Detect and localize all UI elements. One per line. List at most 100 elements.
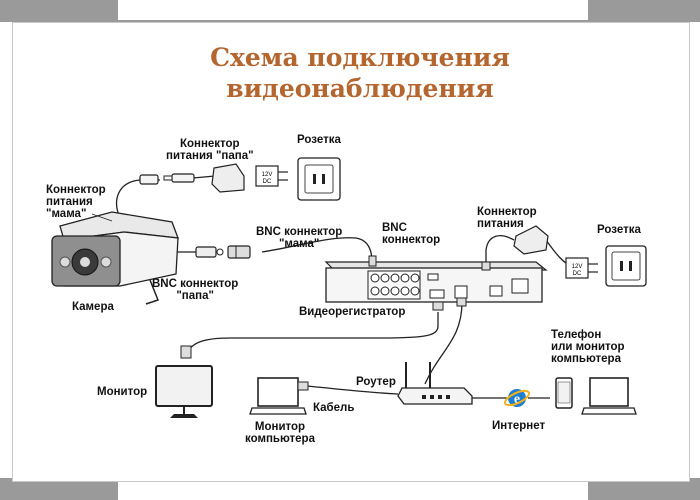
power-cable-camera <box>116 179 160 219</box>
power-cable-adapter <box>192 175 216 179</box>
power-supply-unit-right: 12V DC <box>565 257 598 279</box>
label-phone-line-3: компьютера <box>551 353 621 365</box>
label-power-right-line-2: питания <box>477 218 524 230</box>
dvr-fan-vent <box>511 278 529 294</box>
laptop-screen <box>257 377 299 407</box>
monitor-device <box>155 345 213 418</box>
ie-ring <box>504 389 530 407</box>
dvr-usb-port <box>489 285 503 297</box>
router-ports <box>422 395 450 399</box>
camera-device <box>51 211 179 305</box>
camera-lens-glint <box>80 257 90 267</box>
label-power-male-line-2: питания "папа" <box>166 150 254 162</box>
router-body <box>397 387 473 405</box>
phone-device <box>555 377 573 409</box>
dvr-bnc-port <box>390 273 400 283</box>
bnc-female-shell <box>227 245 251 259</box>
label-bnc-female-line-1: BNC коннектор <box>256 226 343 238</box>
socket-right-hole-1 <box>620 261 623 271</box>
internet-explorer-icon: e <box>504 389 530 407</box>
psu-right-text-2: DC <box>573 271 582 277</box>
ie-letter: e <box>514 392 520 407</box>
phone-screen <box>557 381 571 404</box>
label-internet: Интернет <box>492 420 546 432</box>
label-computer-monitor-line-1: Монитор <box>254 421 306 433</box>
label-bnc-male-line-2: "папа" <box>176 290 214 302</box>
bnc-male-shell <box>195 246 217 258</box>
label-power-connector-male: Коннектор питания "папа" <box>166 138 254 162</box>
power-adapter-right-body <box>513 225 549 255</box>
dvr-bnc-port <box>370 286 380 296</box>
label-bnc-line-1: BNC <box>382 222 407 234</box>
laptop-device <box>249 377 309 415</box>
label-computer-monitor: Монитор компьютера <box>245 421 315 445</box>
title-line-1: Схема подключения <box>210 43 510 72</box>
label-computer-monitor-line-2: компьютера <box>245 433 315 445</box>
label-power-female-line-2: питания <box>46 196 93 208</box>
label-camera: Камера <box>72 301 114 313</box>
router-port <box>430 395 434 399</box>
dvr-bnc-port <box>380 273 390 283</box>
label-phone-or-monitor: Телефон или монитор компьютера <box>551 329 625 365</box>
monitor-plug <box>180 345 192 359</box>
label-power-female-line-3: "мама" <box>46 208 87 220</box>
dvr-power-plug <box>481 261 491 271</box>
title-line-2: видеонаблюдения <box>226 74 494 103</box>
psu-top-text-2: DC <box>263 179 272 185</box>
socket-right-inner <box>611 251 641 281</box>
router-port <box>446 395 450 399</box>
label-cable: Кабель <box>313 402 355 414</box>
laptop-base <box>249 407 307 415</box>
label-bnc-female-line-2: "мама" <box>278 238 320 250</box>
power-cable-dvr <box>485 235 515 268</box>
ie-globe <box>508 389 526 407</box>
dvr-bnc-port <box>370 273 380 283</box>
psu-right-text-1: 12V <box>572 264 583 270</box>
power-supply-unit-top: 12V DC <box>255 165 288 187</box>
label-power-female-line-1: Коннектор <box>46 184 106 196</box>
dvr-bnc-port <box>400 286 410 296</box>
psu-top-box <box>255 165 279 187</box>
dvr-device <box>324 255 548 311</box>
label-power-male-line-1: Коннектор <box>179 138 240 150</box>
label-dvr: Видеорегистратор <box>299 306 406 318</box>
dvr-bnc-port <box>400 273 410 283</box>
bnc-male-tip <box>216 248 224 256</box>
camera-ir-led-left <box>59 256 71 268</box>
label-bnc-connector-male: BNC коннектор "папа" <box>152 278 238 302</box>
laptop-right-device <box>581 377 637 415</box>
power-adapter-body <box>211 163 245 193</box>
monitor-screen <box>155 365 213 407</box>
camera-ir-led-right <box>100 256 112 268</box>
camera-bracket <box>145 279 159 305</box>
label-socket-right: Розетка <box>597 224 641 236</box>
dvr-lan-plug <box>456 297 467 307</box>
bnc-connector-male-device <box>195 246 224 258</box>
label-phone-line-1: Телефон <box>551 329 602 341</box>
socket-top-inner <box>304 164 334 194</box>
label-monitor: Монитор <box>97 386 148 398</box>
dvr-vga-port <box>429 289 445 299</box>
router-device <box>397 362 473 405</box>
socket-top-hole-2 <box>322 174 325 184</box>
wall-socket-right <box>605 245 647 287</box>
power-adapter-right <box>513 225 549 255</box>
dvr-bnc-ports <box>367 270 421 300</box>
label-socket-top: Розетка <box>297 134 341 146</box>
bnc-connector-female-device <box>227 245 251 259</box>
label-bnc-male-line-1: BNC коннектор <box>152 278 239 290</box>
label-power-connector-female: Коннектор питания "мама" <box>46 184 106 220</box>
dvr-bnc-port <box>410 273 420 283</box>
laptop-plug <box>297 381 309 391</box>
label-phone-line-2: или монитор <box>551 341 625 353</box>
dvr-bnc-port <box>410 286 420 296</box>
router-port <box>422 395 426 399</box>
network-cable-router-laptop <box>305 385 399 395</box>
label-bnc-line-2: коннектор <box>382 234 441 246</box>
dvr-small-port <box>427 273 439 281</box>
label-bnc-connector-female: BNC коннектор "мама" <box>256 226 342 250</box>
label-power-connector-right: Коннектор питания <box>477 206 537 230</box>
label-power-right-line-1: Коннектор <box>477 206 537 218</box>
dvr-vga-plug <box>432 301 444 311</box>
psu-right-box <box>565 257 589 279</box>
